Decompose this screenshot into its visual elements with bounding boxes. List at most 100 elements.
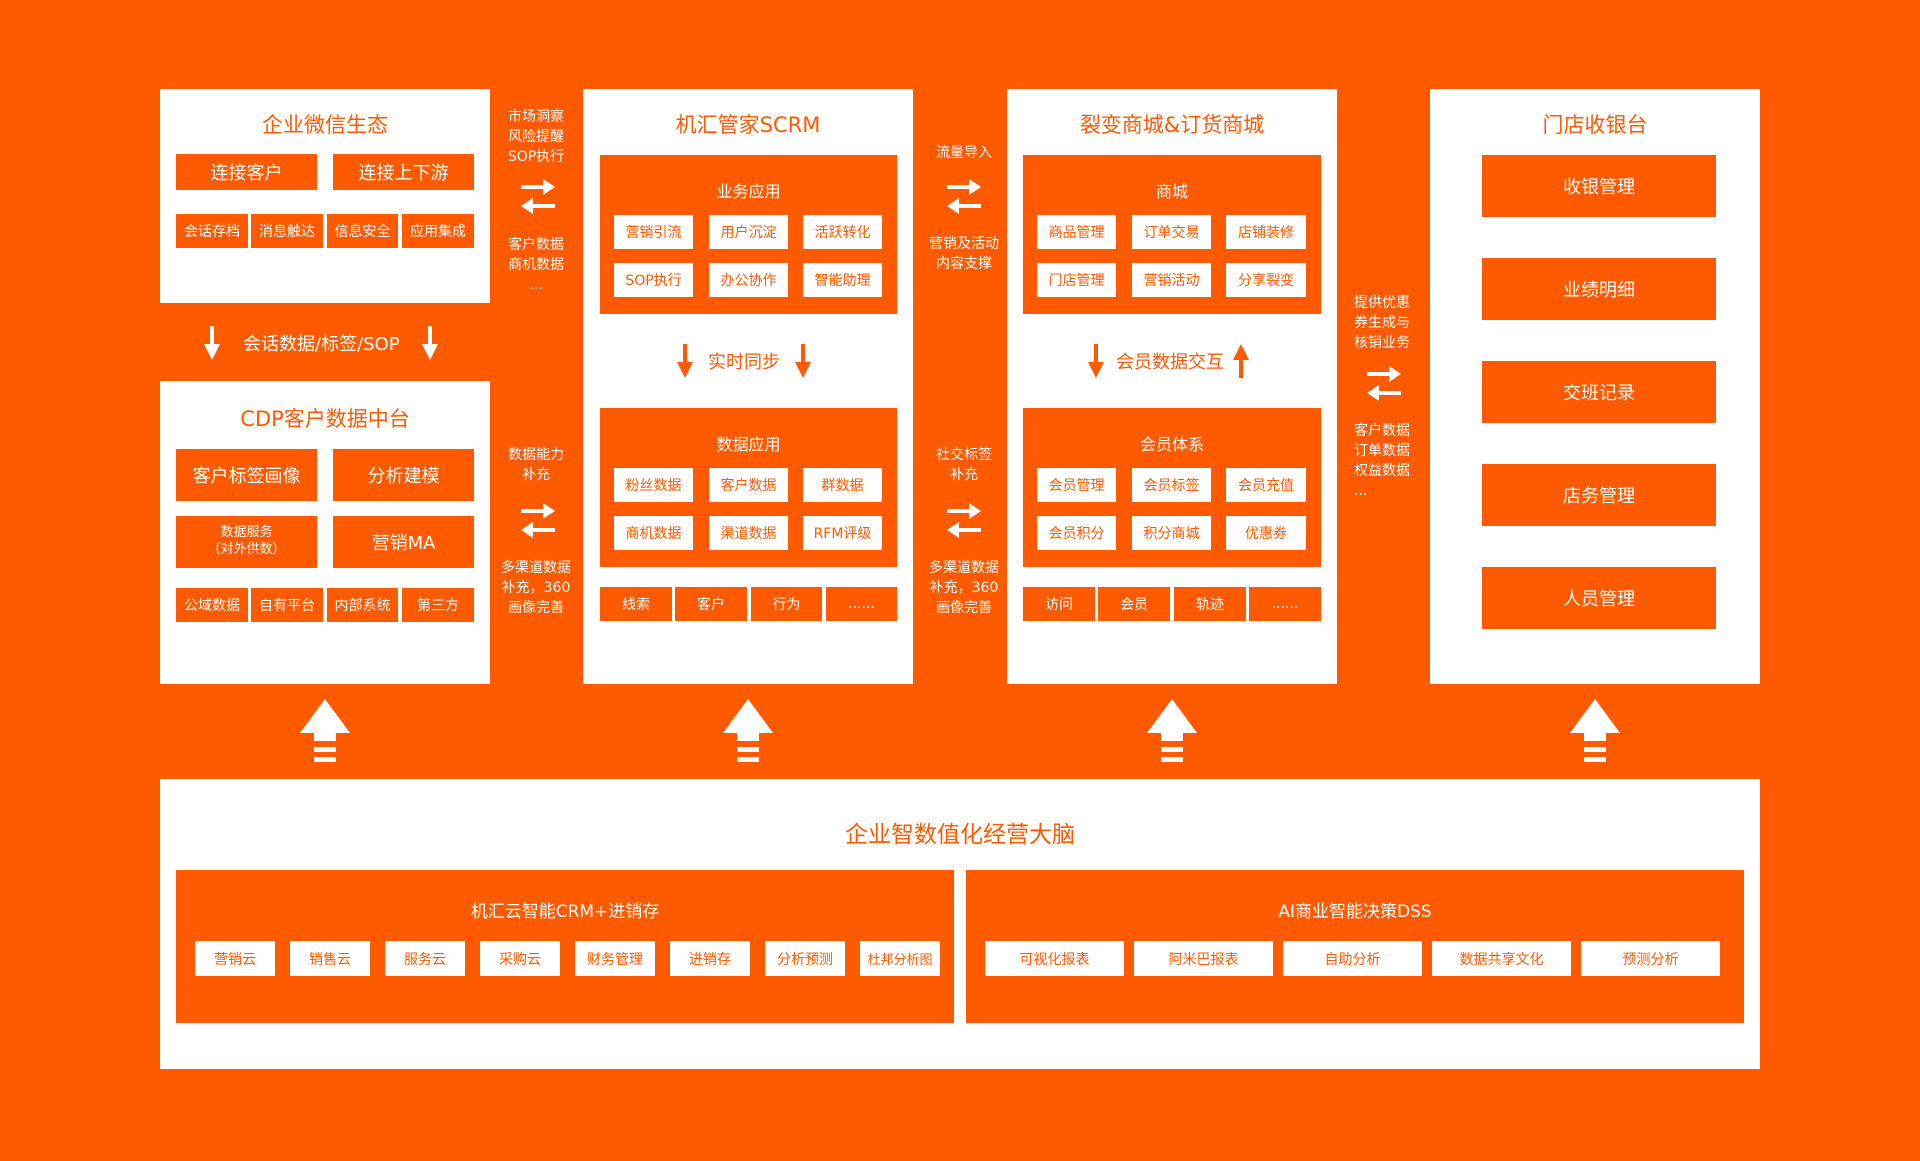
performance-detail-button[interactable]: 业绩明细 [1482,258,1716,320]
swap-arrows-icon [519,178,557,216]
bottom-more[interactable]: ...... [826,587,897,621]
crm-dupont[interactable]: 杜邦分析图 [860,941,940,976]
marketing-ma-button[interactable]: 营销MA [333,516,474,568]
mall-share-fission[interactable]: 分享裂变 [1226,263,1306,297]
big-up-arrow-icon [1147,699,1197,762]
data-fans[interactable]: 粉丝数据 [614,468,693,502]
app-active-conversion[interactable]: 活跃转化 [803,215,882,249]
member-points[interactable]: 会员积分 [1037,516,1116,550]
store-affairs-button[interactable]: 店务管理 [1482,464,1716,526]
arrow-down-icon [676,344,694,380]
app-marketing-traffic[interactable]: 营销引流 [614,215,693,249]
third-party-button[interactable]: 第三方 [402,588,474,622]
box-title: 业务应用 [716,182,781,201]
app-user-retention[interactable]: 用户沉淀 [709,215,788,249]
dss-self-analysis[interactable]: 自助分析 [1283,941,1422,976]
panel-title: 企业微信生态 [262,113,388,137]
link-text: 多渠道数据 补充，360 画像完善 [929,560,999,616]
swap-arrows-icon [945,502,983,540]
crm-purchase-cloud[interactable]: 采购云 [480,941,560,976]
dss-amoeba-report[interactable]: 阿米巴报表 [1134,941,1273,976]
crm-sales-cloud[interactable]: 销售云 [290,941,370,976]
link-text: 数据能力 补充 [508,447,564,483]
dss-forecast[interactable]: 预测分析 [1581,941,1720,976]
app-integration-button[interactable]: 应用集成 [402,214,474,248]
own-platform-button[interactable]: 自有平台 [251,588,323,622]
panel-wechat: 企业微信生态 连接客户 连接上下游 会话存档 消息触达 信息安全 应用集成 [160,89,490,303]
box-title: 会员体系 [1139,435,1204,454]
crm-marketing-cloud[interactable]: 营销云 [195,941,275,976]
connect-upstream-button[interactable]: 连接上下游 [333,154,474,190]
dss-data-sharing[interactable]: 数据共享文化 [1432,941,1571,976]
crm-finance[interactable]: 财务管理 [575,941,655,976]
app-smart-assistant[interactable]: 智能助理 [803,263,882,297]
data-opportunity[interactable]: 商机数据 [614,516,693,550]
business-app-box: 业务应用 营销引流 用户沉淀 活跃转化 SOP执行 办公协作 智能助理 [600,155,897,314]
mall-store-mgmt[interactable]: 门店管理 [1037,263,1116,297]
swap-arrows-icon [1365,365,1403,403]
dss-box: AI商业智能决策DSS 可视化报表 阿米巴报表 自助分析 数据共享文化 预测分析 [966,870,1744,1023]
data-app-box: 数据应用 粉丝数据 客户数据 群数据 商机数据 渠道数据 RFM评级 [600,408,897,567]
crm-service-cloud[interactable]: 服务云 [385,941,465,976]
analysis-modeling-button[interactable]: 分析建模 [333,449,474,501]
arrow-down-icon [794,344,812,380]
bottom-visit[interactable]: 访问 [1023,587,1095,621]
member-mgmt[interactable]: 会员管理 [1037,468,1116,502]
crm-forecast[interactable]: 分析预测 [765,941,845,976]
shift-record-button[interactable]: 交班记录 [1482,361,1716,423]
internal-system-button[interactable]: 内部系统 [327,588,398,622]
app-office-collab[interactable]: 办公协作 [709,263,788,297]
link-text: 社交标签 补充 [936,447,992,483]
info-security-button[interactable]: 信息安全 [327,214,398,248]
panel-pos: 门店收银台 收银管理 业绩明细 交班记录 店务管理 人员管理 [1430,89,1760,684]
link-text: 客户数据 订单数据 权益数据 ... [1354,423,1410,499]
flow-label-sync: 实时同步 [708,352,780,373]
crm-box: 机汇云智能CRM+进销存 营销云 销售云 服务云 采购云 财务管理 进销存 分析… [176,870,954,1023]
customer-tag-profile-button[interactable]: 客户标签画像 [176,449,317,501]
box-title: AI商业智能决策DSS [1278,902,1432,922]
dss-visual-report[interactable]: 可视化报表 [985,941,1124,976]
link-text: 营销及活动 内容支撑 [929,236,999,272]
box-title: 数据应用 [716,435,781,454]
member-points-mall[interactable]: 积分商城 [1132,516,1211,550]
crm-inventory[interactable]: 进销存 [670,941,750,976]
bottom-leads[interactable]: 线索 [600,587,672,621]
data-group[interactable]: 群数据 [803,468,882,502]
link-text: 多渠道数据 补充，360 画像完善 [501,560,571,616]
chat-archive-button[interactable]: 会话存档 [176,214,248,248]
link-text: 客户数据 商机数据 ... [508,237,564,293]
bottom-member[interactable]: 会员 [1098,587,1170,621]
box-title: 机汇云智能CRM+进销存 [470,902,660,922]
link-text: 流量导入 [936,145,992,161]
panel-title: 机汇管家SCRM [675,113,821,137]
big-up-arrow-icon [300,699,350,762]
arrow-up-icon [1232,344,1250,380]
data-service-button[interactable]: 数据服务 （对外供数） [176,516,317,568]
message-reach-button[interactable]: 消息触达 [251,214,323,248]
mall-shop-decor[interactable]: 店铺装修 [1226,215,1306,249]
bottom-behavior[interactable]: 行为 [751,587,822,621]
bottom-track[interactable]: 轨迹 [1174,587,1246,621]
mall-box: 商城 商品管理 订单交易 店铺装修 门店管理 营销活动 分享裂变 [1023,155,1321,314]
bottom-customer[interactable]: 客户 [675,587,747,621]
panel-title: CDP客户数据中台 [240,407,410,431]
member-recharge[interactable]: 会员充值 [1226,468,1306,502]
bottom-more[interactable]: ...... [1249,587,1321,621]
mall-order-trade[interactable]: 订单交易 [1132,215,1211,249]
mall-marketing-activity[interactable]: 营销活动 [1132,263,1211,297]
big-up-arrow-icon [723,699,773,762]
link-text: 市场洞察 风险提醒 SOP执行 [507,109,565,165]
member-coupon[interactable]: 优惠券 [1226,516,1306,550]
staff-mgmt-button[interactable]: 人员管理 [1482,567,1716,629]
public-data-button[interactable]: 公域数据 [176,588,248,622]
data-channel[interactable]: 渠道数据 [709,516,788,550]
app-sop[interactable]: SOP执行 [614,263,693,297]
box-title: 商城 [1155,182,1188,201]
data-customer[interactable]: 客户数据 [709,468,788,502]
cashier-mgmt-button[interactable]: 收银管理 [1482,155,1716,217]
panel-cdp: CDP客户数据中台 客户标签画像 分析建模 数据服务 （对外供数） 营销MA 公… [160,381,490,684]
member-tag[interactable]: 会员标签 [1132,468,1211,502]
connect-customer-button[interactable]: 连接客户 [176,154,317,190]
data-rfm[interactable]: RFM评级 [803,516,882,550]
mall-product-mgmt[interactable]: 商品管理 [1037,215,1116,249]
